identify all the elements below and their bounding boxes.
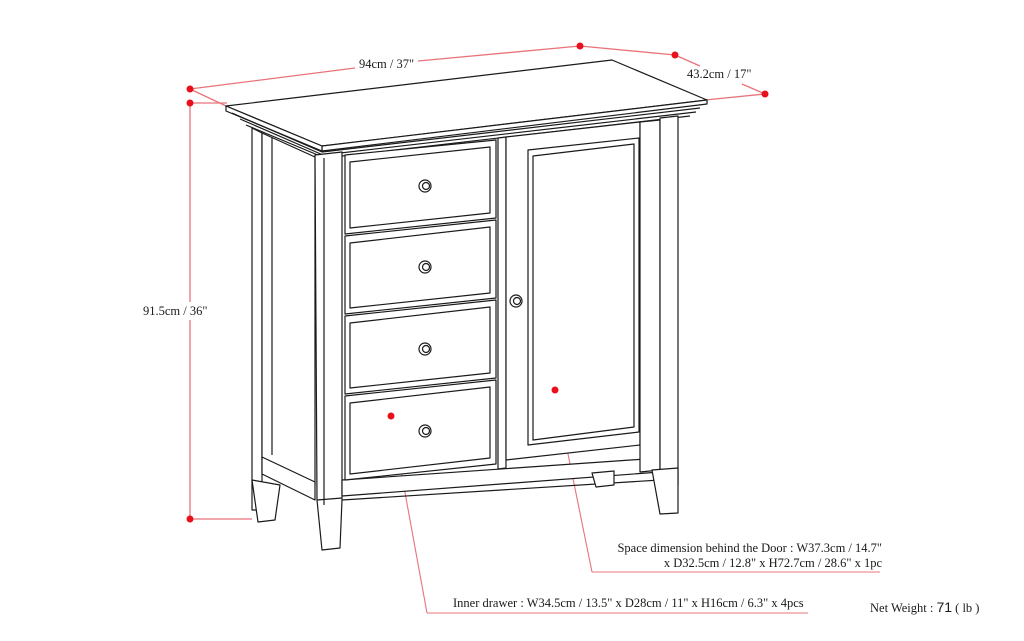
drawer-4-knob-icon <box>418 424 432 438</box>
front-right-foot <box>651 467 679 515</box>
height-dimension-label: 91.5cm / 36" <box>141 304 210 319</box>
back-center-foot <box>591 470 615 488</box>
net-weight-label: Net Weight : <box>870 601 934 615</box>
right-side-leg <box>659 115 679 488</box>
net-weight-unit: ( lb ) <box>955 601 980 615</box>
center-stile <box>497 136 507 470</box>
right-front-stile <box>639 119 661 473</box>
depth-dimension-label: 43.2cm / 17" <box>685 67 754 82</box>
front-left-leg <box>314 151 343 551</box>
door-knob-icon <box>509 294 523 308</box>
width-dimension-label: 94cm / 37" <box>357 57 417 72</box>
knobs <box>418 179 523 438</box>
left-side-panel <box>261 132 316 486</box>
drawer-2-knob-icon <box>418 260 432 274</box>
net-weight-value: 71 <box>936 599 953 615</box>
door-space-line2: x D32.5cm / 12.8" x H72.7cm / 28.6" x 1p… <box>663 556 882 570</box>
net-weight: Net Weight : 71 ( lb ) <box>870 599 979 616</box>
depth-dimension-line <box>579 45 766 101</box>
left-back-leg <box>251 127 263 511</box>
left-back-foot <box>251 479 281 523</box>
drawer-1-knob-icon <box>418 179 432 193</box>
door-space-note: Space dimension behind the Door : W37.3c… <box>612 541 882 571</box>
inner-drawer-note: Inner drawer : W34.5cm / 13.5" x D28cm /… <box>453 596 804 610</box>
top-side-molding <box>225 105 323 152</box>
door-space-line1: Space dimension behind the Door : W37.3c… <box>617 541 882 555</box>
cabinet-outline <box>225 59 708 551</box>
height-dimension-line <box>189 102 252 520</box>
cabinet-door <box>505 121 641 461</box>
drawer-3-knob-icon <box>418 342 432 356</box>
